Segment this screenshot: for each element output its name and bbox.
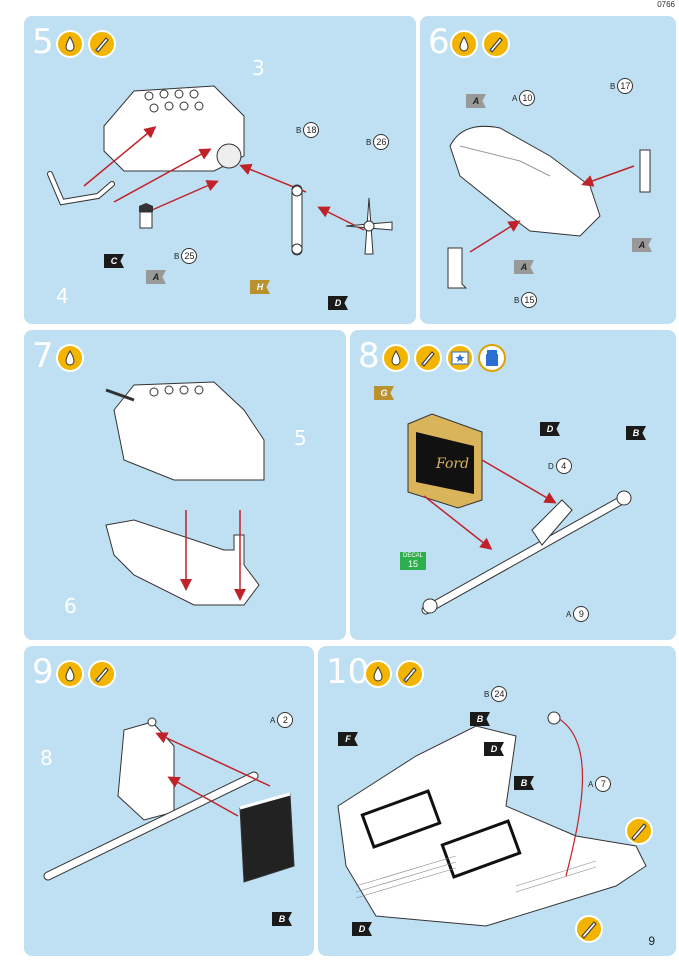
color-flag: C xyxy=(104,254,124,268)
color-flag: G xyxy=(374,386,394,400)
decal-badge: DECAL 15 xyxy=(400,552,426,570)
document-code: 0766 xyxy=(657,0,675,9)
part-ref-label: 8 xyxy=(40,746,53,770)
step-number: 7 xyxy=(32,336,54,376)
decal-number: 15 xyxy=(407,559,418,569)
color-flag: A xyxy=(146,270,166,284)
decal-softener-icon xyxy=(478,344,506,372)
color-flag: B xyxy=(514,776,534,790)
chassis-illustration xyxy=(337,711,647,927)
bracket-illustration xyxy=(639,149,651,193)
step-number: 9 xyxy=(32,652,54,692)
arrows xyxy=(83,126,365,231)
paint-brush-icon xyxy=(88,660,116,688)
paint-brush-icon xyxy=(88,30,116,58)
part-ref-label: 3 xyxy=(252,56,265,80)
paint-marker-icon xyxy=(625,817,653,845)
glue-icon xyxy=(382,344,410,372)
step-number: 8 xyxy=(358,336,380,376)
pipe-illustration xyxy=(47,171,115,206)
decal-icon xyxy=(446,344,474,372)
arrows xyxy=(469,165,635,253)
axle-illustration xyxy=(421,490,632,615)
color-flag: A xyxy=(514,260,534,274)
color-flag: F xyxy=(338,732,358,746)
part-ref-label: 4 xyxy=(56,284,69,308)
cap-illustration xyxy=(139,203,153,229)
paint-marker-icon xyxy=(575,915,603,943)
glue-icon xyxy=(56,30,84,58)
arrows xyxy=(180,510,246,601)
color-flag: D xyxy=(484,742,504,756)
color-flag: H xyxy=(250,280,270,294)
step-7-panel: 7 5 6 xyxy=(24,330,346,640)
glue-icon xyxy=(56,344,84,372)
color-flag: B xyxy=(470,712,490,726)
manifold-illustration xyxy=(449,125,601,237)
step-number: 10 xyxy=(326,652,370,692)
color-flag: B xyxy=(272,912,292,926)
color-flag: A xyxy=(632,238,652,252)
part-ref-label: 5 xyxy=(294,426,307,450)
step-number: 5 xyxy=(32,22,54,62)
decal-label: DECAL xyxy=(402,553,423,559)
color-flag: D xyxy=(328,296,348,310)
part-ref-label: 6 xyxy=(64,594,77,618)
glue-icon xyxy=(450,30,478,58)
glue-icon xyxy=(56,660,84,688)
connecting-rod-illustration xyxy=(291,184,303,256)
paint-brush-icon xyxy=(396,660,424,688)
oil-pan-illustration xyxy=(105,519,260,606)
radiator-illustration: Ford xyxy=(407,413,483,509)
engine-illustration xyxy=(105,381,265,481)
fan-illustration xyxy=(345,197,393,255)
bracket-illustration xyxy=(447,247,468,289)
svg-text:Ford: Ford xyxy=(435,456,469,472)
color-flag: B xyxy=(626,426,646,440)
radiator-core-illustration xyxy=(239,792,295,883)
color-flag: D xyxy=(540,422,560,436)
glue-icon xyxy=(364,660,392,688)
axle-illustration xyxy=(43,771,259,881)
arrows xyxy=(423,459,557,550)
page-number: 9 xyxy=(648,934,655,948)
paint-brush-icon xyxy=(414,344,442,372)
color-flag: A xyxy=(466,94,486,108)
color-flag: D xyxy=(352,922,372,936)
paint-brush-icon xyxy=(482,30,510,58)
arrows xyxy=(155,732,271,817)
step-number: 6 xyxy=(428,22,450,62)
